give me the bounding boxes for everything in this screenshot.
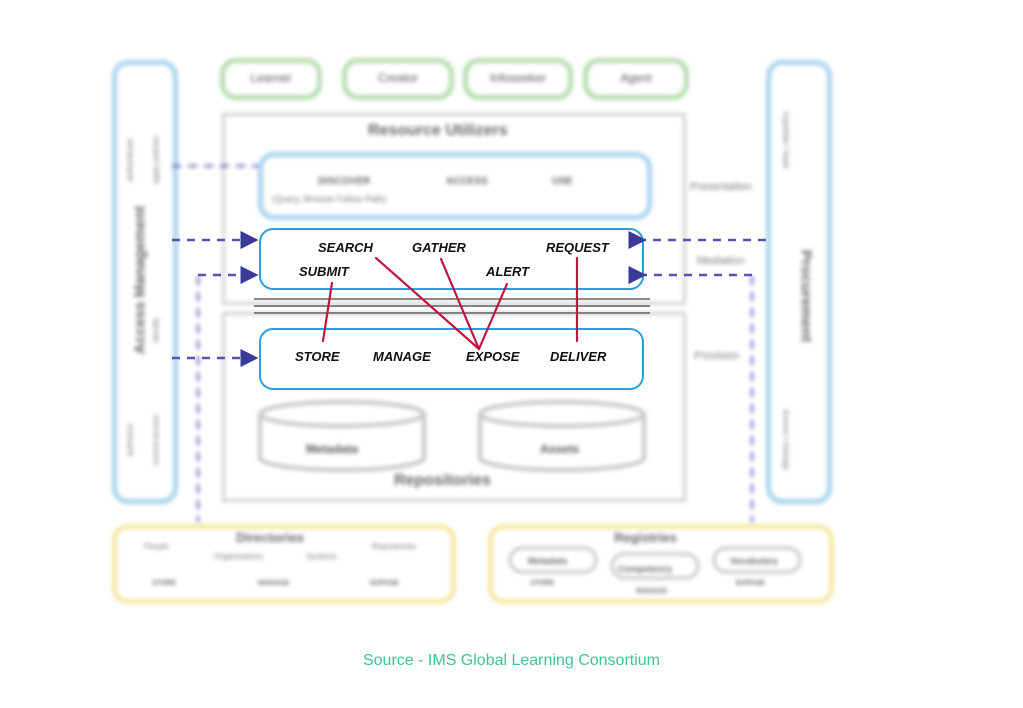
repository-cylinders (258, 400, 646, 472)
presentation-subtitle: (Query, Browse Follow Path) (272, 194, 387, 204)
verb-submit: SUBMIT (299, 264, 349, 279)
registry-metadata: Metadata (528, 556, 568, 566)
resource-utilizers-title: Resource Utilizers (368, 122, 508, 139)
store-metadata: Metadata (306, 442, 359, 456)
mediation-band (259, 228, 644, 290)
store-assets: Assets (540, 442, 580, 456)
access-management-panel (112, 60, 178, 504)
verb-request: REQUEST (546, 240, 609, 255)
registry-vocabulary: Vocabulary (730, 556, 778, 566)
verb-store: STORE (295, 349, 340, 364)
verb-manage: MANAGE (373, 349, 431, 364)
link-alert-expose (477, 282, 509, 351)
link-search-expose (374, 256, 481, 351)
action-access: ACCESS (446, 176, 488, 187)
directories-box (112, 524, 456, 604)
link-gather-expose (439, 257, 481, 351)
dir-node-organisations: Organisations (214, 552, 264, 561)
actor-infoseeker: Infoseeker (463, 58, 573, 100)
repositories-title: Repositories (394, 472, 491, 489)
registry-cylinders (508, 546, 802, 580)
action-use: USE (552, 176, 573, 187)
actor-agent: Agent (583, 58, 689, 100)
dir-node-systems: Systems (306, 552, 337, 561)
actor-creator: Creator (342, 58, 454, 100)
verb-gather: GATHER (412, 240, 466, 255)
procurement-panel (766, 60, 832, 504)
verb-alert: ALERT (486, 264, 530, 279)
reg-action-expose: EXPOSE (736, 580, 765, 587)
action-discover: DISCOVER (318, 176, 371, 187)
dir-action-store: STORE (152, 580, 176, 587)
verb-search: SEARCH (318, 240, 373, 255)
verb-deliver: DELIVER (550, 349, 607, 364)
registries-title: Registries (614, 530, 677, 545)
verb-expose: EXPOSE (466, 349, 520, 364)
directories-title: Directories (236, 530, 304, 545)
reg-action-store: STORE (530, 580, 554, 587)
dir-node-people: People (144, 542, 169, 551)
dir-node-repositories: Repositories (372, 542, 417, 551)
layer-mediation: Mediation (697, 255, 745, 267)
link-submit-store (321, 281, 334, 343)
verb-connector-lines (321, 256, 579, 351)
source-caption: Source - IMS Global Learning Consortium (362, 652, 661, 669)
dashed-connectors (172, 230, 766, 368)
dir-action-manage: MANAGE (258, 580, 290, 587)
layer-separator-lines (254, 298, 650, 314)
actor-learner: Learner (220, 58, 322, 100)
dir-action-expose: EXPOSE (370, 580, 399, 587)
layer-provision: Provision (694, 350, 740, 362)
reg-action-manage: MANAGE (636, 588, 668, 595)
registry-competency: Competency (618, 564, 673, 574)
presentation-box (258, 152, 652, 220)
layer-presentation: Presentation (690, 181, 752, 193)
blurred-dashed-connectors (172, 164, 754, 522)
